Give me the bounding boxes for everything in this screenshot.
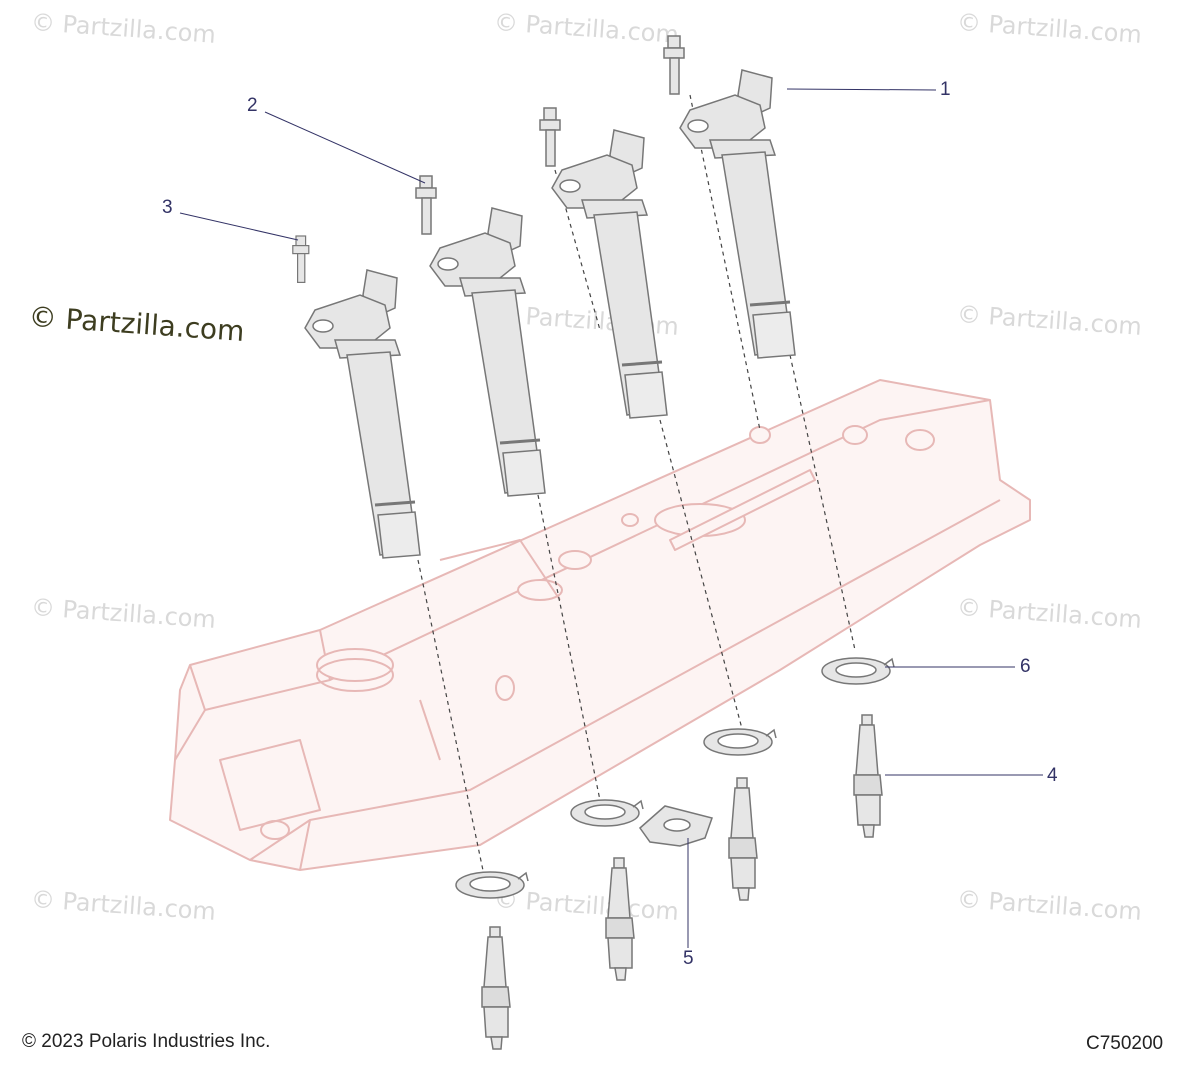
- seal-plate: [638, 805, 713, 847]
- gasket-3: [703, 728, 777, 756]
- spark-plug-4: [853, 714, 883, 838]
- valve-cover: [169, 379, 1031, 871]
- callout-3: 3: [162, 197, 173, 218]
- coil-bolt-2: [415, 175, 437, 235]
- ignition-coil-2: [428, 206, 547, 498]
- copyright-text: © 2023 Polaris Industries Inc.: [22, 1031, 271, 1052]
- diagram-code: C750200: [1086, 1033, 1164, 1054]
- callout-4: 4: [1047, 765, 1058, 786]
- coil-bolt-4: [663, 35, 685, 95]
- gasket-4: [821, 657, 895, 685]
- coil-bolt-3: [539, 107, 561, 167]
- alignment-lines: [417, 94, 856, 881]
- ignition-coil-1: [303, 268, 422, 560]
- gasket-1: [455, 871, 529, 899]
- ignition-coil-4: [678, 68, 797, 360]
- callout-6: 6: [1020, 656, 1031, 677]
- spark-plug-1: [481, 926, 511, 1050]
- gasket-2: [570, 799, 644, 827]
- spark-plug-2: [605, 857, 635, 981]
- callout-1: 1: [940, 79, 951, 100]
- spark-plug-3: [728, 777, 758, 901]
- leader-lines: [179, 88, 1043, 948]
- coil-bolt-1: [292, 235, 310, 283]
- callout-5: 5: [683, 948, 694, 969]
- callout-2: 2: [247, 95, 258, 116]
- ignition-coil-3: [550, 128, 669, 420]
